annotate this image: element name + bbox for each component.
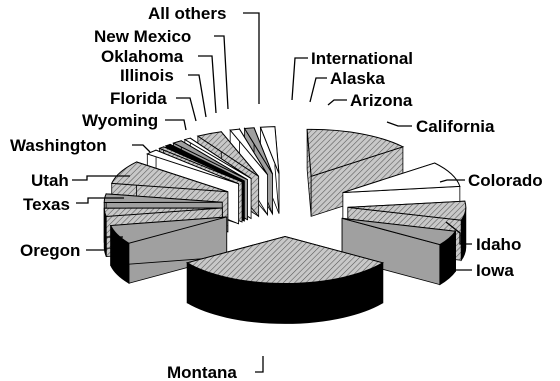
leader-iowa: [442, 251, 472, 271]
label-alaska: Alaska: [330, 69, 385, 88]
leader-all-others: [243, 12, 260, 104]
label-iowa: Iowa: [476, 261, 514, 280]
label-arizona: Arizona: [350, 91, 413, 110]
label-florida: Florida: [110, 89, 167, 108]
label-idaho: Idaho: [476, 235, 521, 254]
leader-alaska: [309, 77, 327, 103]
leader-new-mexico: [214, 35, 229, 110]
leader-montana: [255, 356, 264, 373]
label-all-others: All others: [148, 4, 226, 23]
slice-labels: All others New Mexico Oklahoma Illinois …: [10, 4, 543, 381]
label-international: International: [311, 49, 413, 68]
leader-international: [291, 57, 308, 101]
label-texas: Texas: [23, 195, 70, 214]
leader-colorado: [439, 179, 465, 183]
leader-utah: [72, 175, 130, 181]
label-new-mexico: New Mexico: [94, 27, 191, 46]
label-oklahoma: Oklahoma: [101, 47, 184, 66]
leader-oregon: [86, 236, 123, 251]
leader-illinois: [188, 74, 207, 118]
leader-lines: [72, 12, 472, 373]
label-illinois: Illinois: [120, 66, 174, 85]
label-wyoming: Wyoming: [82, 111, 158, 130]
slice-iowa: [341, 217, 457, 286]
leader-texas: [76, 197, 124, 204]
leader-arizona: [327, 99, 347, 106]
leader-florida: [176, 97, 197, 122]
leader-oklahoma: [198, 55, 217, 114]
leader-washington: [132, 144, 151, 153]
pie-slices: [103, 126, 467, 324]
slice-montana: [185, 235, 385, 324]
label-washington: Washington: [10, 136, 107, 155]
leader-idaho: [445, 221, 472, 245]
slice-oregon: [109, 216, 228, 284]
label-montana: Montana: [167, 363, 237, 381]
leader-wyoming: [165, 119, 187, 131]
label-utah: Utah: [31, 171, 69, 190]
label-colorado: Colorado: [468, 171, 543, 190]
leader-california: [386, 121, 412, 127]
label-oregon: Oregon: [20, 241, 80, 260]
label-california: California: [416, 117, 495, 136]
